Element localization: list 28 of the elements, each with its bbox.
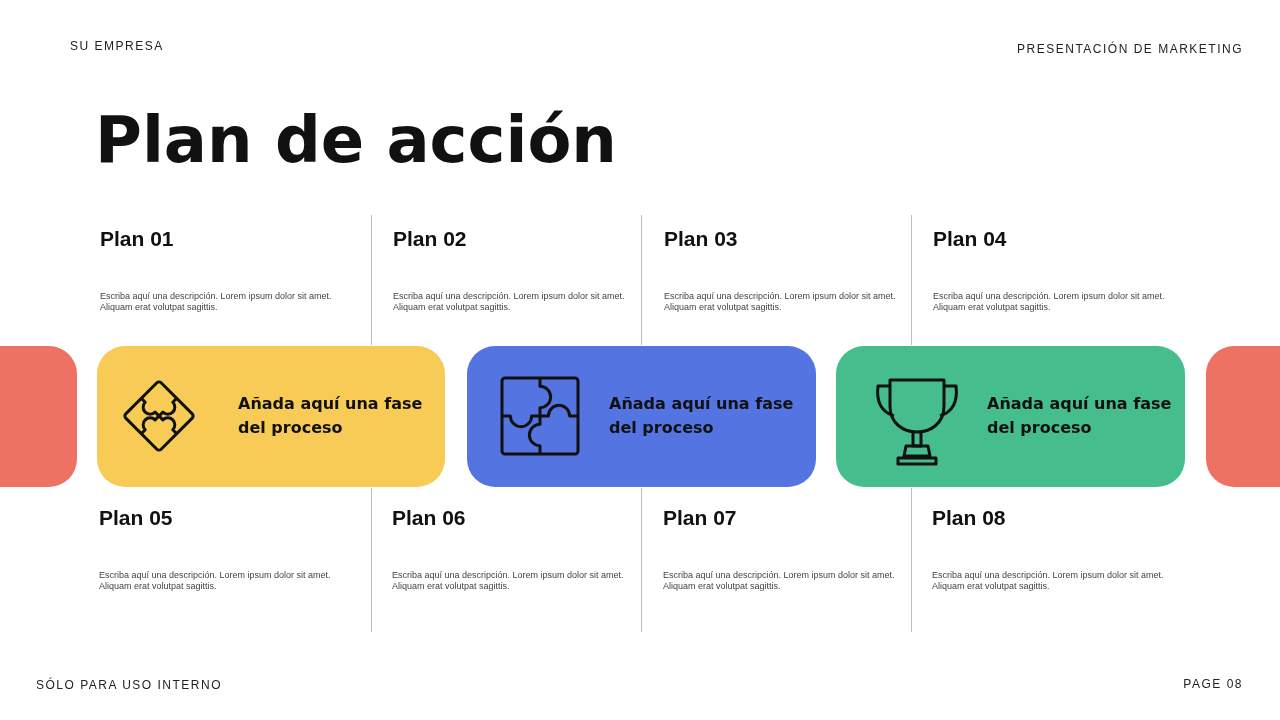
phase-card xyxy=(836,346,1185,487)
plan-title: Plan 06 xyxy=(392,506,466,530)
side-bar xyxy=(0,346,77,487)
plan-description: Escriba aquí una descripción. Lorem ipsum dolor sit amet. Aliquam erat volutpat sagittis. xyxy=(392,570,625,592)
plan-title: Plan 02 xyxy=(393,227,467,251)
plan-description: Escriba aquí una descripción. Lorem ipsum dolor sit amet. Aliquam erat volutpat sagittis. xyxy=(99,570,332,592)
footer-text: SÓLO PARA USO INTERNO xyxy=(36,678,222,692)
plan-title: Plan 07 xyxy=(663,506,737,530)
phase-text: Añada aquí una fase del proceso xyxy=(987,393,1173,439)
page-number: PAGE 08 xyxy=(1183,677,1243,691)
plan-description: Escriba aquí una descripción. Lorem ipsum dolor sit amet. Aliquam erat volutpat sagittis. xyxy=(100,291,333,313)
header-text: PRESENTACIÓN DE MARKETING xyxy=(1017,42,1243,56)
plan-title: Plan 01 xyxy=(100,227,174,251)
plan-description: Escriba aquí una descripción. Lorem ipsum dolor sit amet. Aliquam erat volutpat sagittis. xyxy=(932,570,1165,592)
plan-description: Escriba aquí una descripción. Lorem ipsum dolor sit amet. Aliquam erat volutpat sagittis. xyxy=(393,291,626,313)
plan-description: Escriba aquí una descripción. Lorem ipsum dolor sit amet. Aliquam erat volutpat sagittis. xyxy=(664,291,897,313)
plan-title: Plan 04 xyxy=(933,227,1007,251)
phase-text: Añada aquí una fase del proceso xyxy=(609,393,795,439)
plan-title: Plan 08 xyxy=(932,506,1006,530)
title: Plan de acción xyxy=(95,102,617,179)
plan-description: Escriba aquí una descripción. Lorem ipsum dolor sit amet. Aliquam erat volutpat sagittis. xyxy=(933,291,1166,313)
plan-description: Escriba aquí una descripción. Lorem ipsum dolor sit amet. Aliquam erat volutpat sagittis. xyxy=(663,570,896,592)
phase-text: Añada aquí una fase del proceso xyxy=(238,393,424,439)
phase-card xyxy=(97,346,445,487)
phase-card xyxy=(467,346,816,487)
plan-title: Plan 03 xyxy=(664,227,738,251)
plan-title: Plan 05 xyxy=(99,506,173,530)
company-name: SU EMPRESA xyxy=(70,39,164,53)
